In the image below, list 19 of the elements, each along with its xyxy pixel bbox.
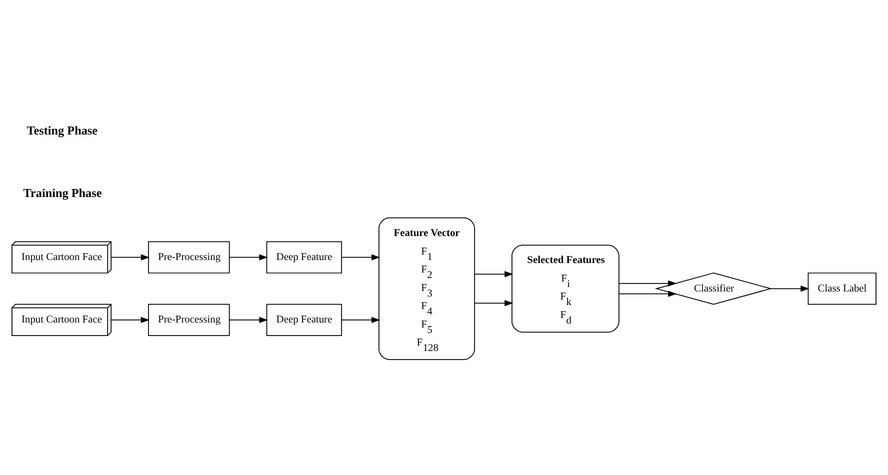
arrow (229, 254, 268, 260)
arrow (474, 270, 514, 277)
label: Testing Phase (26, 122, 98, 137)
arrow (474, 300, 514, 306)
node-box: Pre-Processing (148, 240, 230, 273)
arrow (618, 290, 677, 296)
label: Training Phase (23, 186, 102, 200)
arrow (341, 254, 380, 260)
arrow (618, 280, 677, 286)
node-diamond: Classifier (654, 272, 772, 304)
arrow (341, 316, 380, 322)
node-box: Deep Feature (266, 240, 342, 273)
node-box: Class Label (808, 272, 876, 304)
node-box: Pre-Processing (148, 303, 230, 336)
arrow (110, 316, 150, 322)
node-box: Deep Feature (266, 303, 342, 336)
arrow (770, 285, 810, 292)
arrow (229, 316, 268, 322)
arrow (110, 254, 150, 260)
